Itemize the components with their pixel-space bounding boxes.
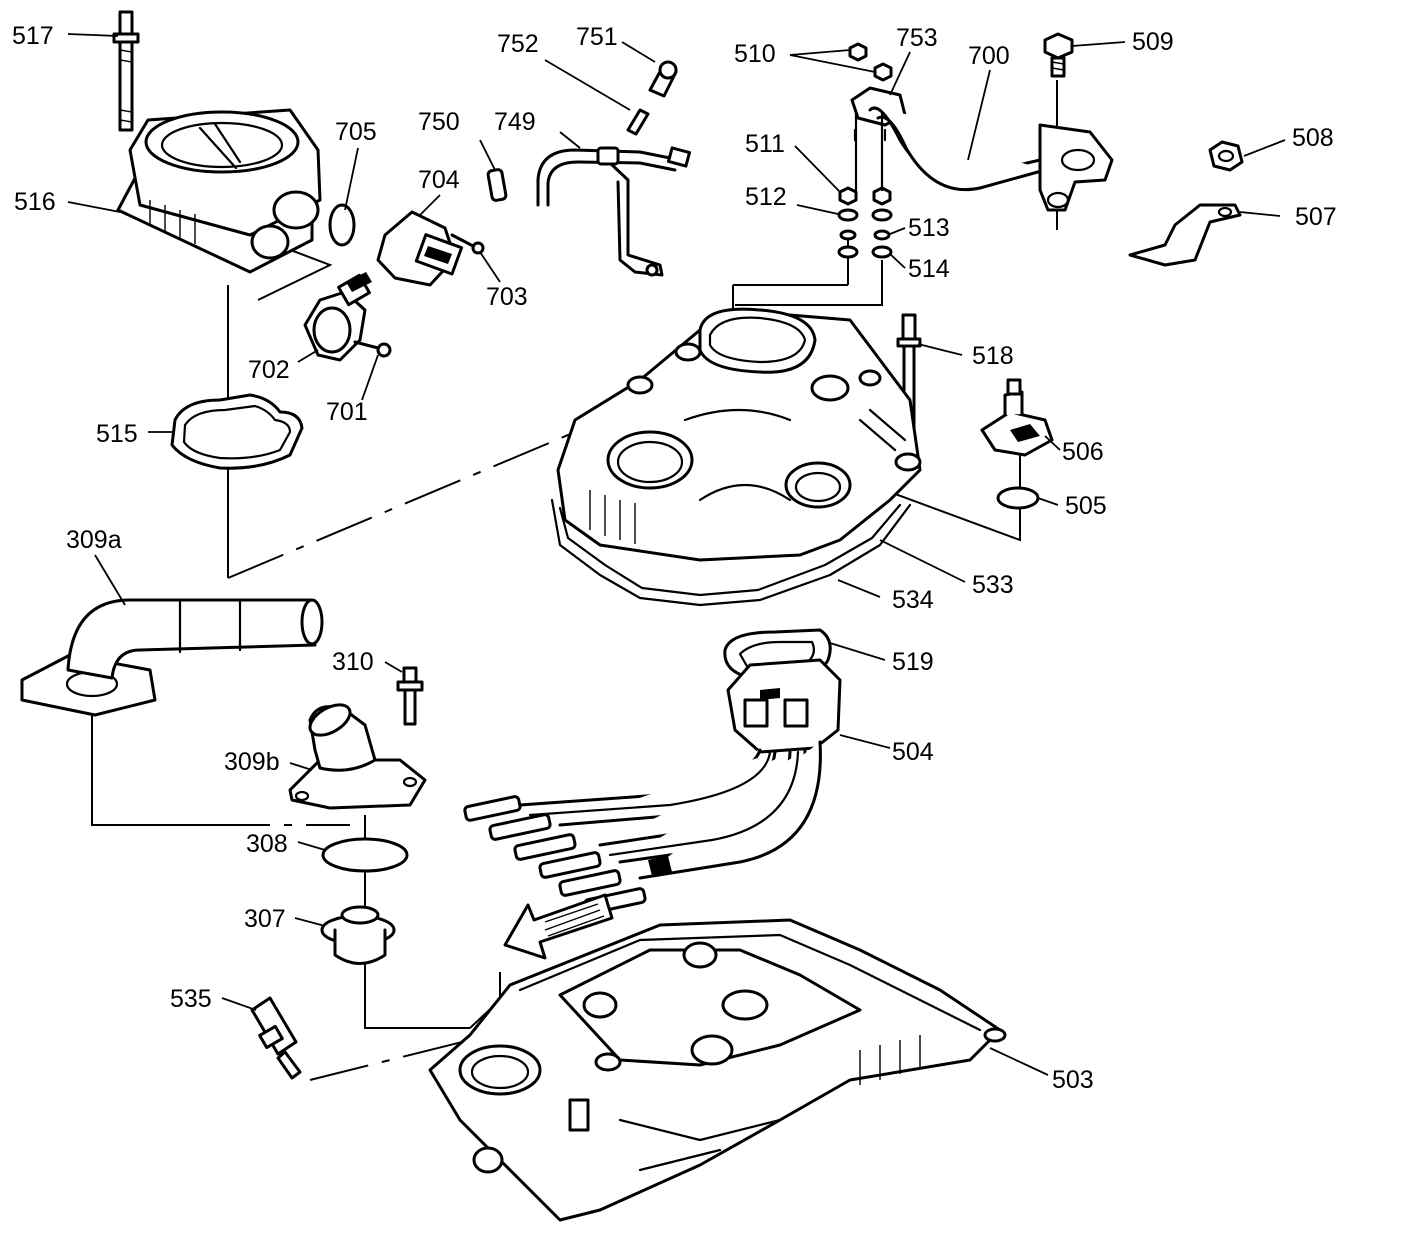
callout-503: 503 — [1052, 1066, 1094, 1094]
iac-valve-704 — [376, 210, 464, 287]
thermostat-307 — [320, 905, 396, 965]
sensor-506 — [980, 378, 1054, 457]
callout-700: 700 — [968, 42, 1010, 70]
throttle-body-516 — [116, 108, 322, 274]
tp-sensor-702 — [303, 272, 372, 362]
callout-505: 505 — [1065, 492, 1107, 520]
callout-751: 751 — [576, 23, 618, 51]
oring-705 — [328, 203, 356, 247]
stud-517 — [112, 10, 140, 132]
callout-506: 506 — [1062, 438, 1104, 466]
screw-703 — [450, 233, 485, 255]
fuel-clip-750 — [486, 168, 508, 202]
callout-307: 307 — [244, 905, 286, 933]
callout-518: 518 — [972, 342, 1014, 370]
callout-310: 310 — [332, 648, 374, 676]
callout-753: 753 — [896, 24, 938, 52]
callout-513: 513 — [908, 214, 950, 242]
callout-514: 514 — [908, 255, 950, 283]
callout-515: 515 — [96, 420, 138, 448]
callout-511: 511 — [745, 130, 785, 158]
cap-751 — [648, 60, 678, 98]
callout-703: 703 — [486, 283, 528, 311]
screw-701 — [353, 340, 392, 358]
gasket-534 — [550, 498, 912, 607]
washer-stack-511-514 — [837, 110, 893, 259]
oring-505 — [996, 486, 1040, 510]
injector-harness-504 — [463, 658, 842, 915]
callout-labels: 517 516 705 704 703 702 701 515 750 749 … — [12, 22, 1337, 1094]
callout-752: 752 — [497, 30, 539, 58]
callout-704: 704 — [418, 166, 460, 194]
bolt-509 — [1043, 32, 1074, 78]
callout-702: 702 — [248, 356, 290, 384]
callout-517: 517 — [12, 22, 54, 50]
callout-309b: 309b — [224, 748, 280, 776]
callout-535: 535 — [170, 985, 212, 1013]
callout-534: 534 — [892, 586, 934, 614]
fuel-pipe-749 — [536, 146, 692, 277]
gasket-515 — [170, 393, 304, 470]
callout-750: 750 — [418, 108, 460, 136]
callout-519: 519 — [892, 648, 934, 676]
thermostat-housing-309b — [288, 703, 427, 810]
bracket-507 — [1128, 203, 1242, 267]
upper-intake-533 — [556, 307, 922, 562]
gasket-308 — [321, 837, 409, 873]
callout-308: 308 — [246, 830, 288, 858]
callout-749: 749 — [494, 108, 536, 136]
direction-arrow — [503, 893, 614, 960]
lower-intake-503 — [428, 918, 1007, 1222]
nuts-510 — [848, 42, 893, 82]
callout-533: 533 — [972, 571, 1014, 599]
callout-510: 510 — [734, 40, 776, 68]
callout-309a: 309a — [66, 526, 122, 554]
callout-507: 507 — [1295, 203, 1337, 231]
callout-509: 509 — [1132, 28, 1174, 56]
callout-512: 512 — [745, 183, 787, 211]
sensor-535 — [250, 996, 302, 1080]
callout-508: 508 — [1292, 124, 1334, 152]
callout-701: 701 — [326, 398, 368, 426]
water-outlet-309a — [20, 598, 324, 717]
valve-752 — [626, 108, 650, 136]
crossover-pipe-700 — [868, 106, 1114, 212]
bolt-310 — [396, 666, 424, 726]
callout-504: 504 — [892, 738, 934, 766]
callout-516: 516 — [14, 188, 56, 216]
nut-508 — [1208, 140, 1244, 172]
callout-705: 705 — [335, 118, 377, 146]
leader-lines — [67, 33, 1286, 1076]
